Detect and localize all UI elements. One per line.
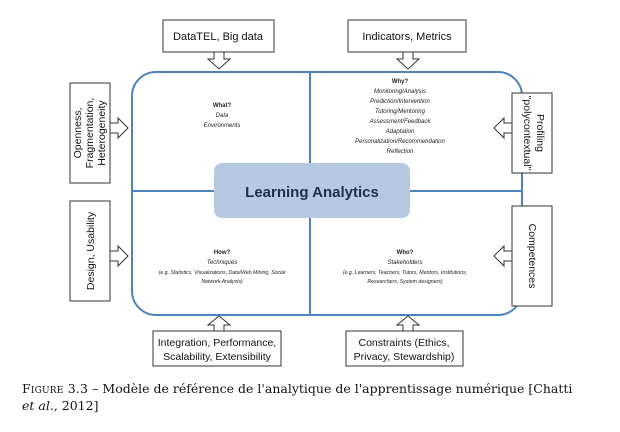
quadrant-what-item: Data bbox=[216, 113, 229, 119]
quadrant-why: Why? Monitoring/Analysis Prediction/Inte… bbox=[355, 79, 445, 155]
box-constraints bbox=[345, 330, 464, 367]
box-indicators bbox=[347, 19, 467, 53]
arrow-down-icon bbox=[395, 51, 421, 70]
reference-model-diagram: Learning Analytics What? Data Environmen… bbox=[69, 19, 553, 367]
box-indicators-label: Indicators, Metrics bbox=[362, 31, 452, 43]
quadrant-what-item: Environments bbox=[204, 123, 241, 129]
quadrant-how-item: Network Analysis) bbox=[201, 279, 243, 285]
quadrant-how-item: Techniques bbox=[207, 260, 237, 266]
box-design bbox=[69, 200, 111, 302]
quadrant-what-title: What? bbox=[213, 103, 232, 109]
quadrant-why-item: Tutoring/Mentoring bbox=[375, 109, 426, 115]
box-integration-line: Integration, Performance, bbox=[158, 337, 276, 349]
figure-caption-etal: et al. bbox=[22, 398, 54, 413]
quadrant-why-title: Why? bbox=[392, 79, 409, 85]
quadrant-why-item: Prediction/Intervention bbox=[370, 99, 430, 105]
quadrant-why-item: Adaptation bbox=[385, 129, 415, 135]
center-label: Learning Analytics bbox=[245, 184, 379, 201]
main-frame bbox=[131, 71, 523, 316]
figure-caption: Figure 3.3 – Modèle de référence de l'an… bbox=[22, 380, 612, 414]
quadrant-why-item: Monitoring/Analysis bbox=[374, 89, 426, 95]
arrow-left-icon bbox=[493, 244, 513, 268]
box-openness-line: Openness, bbox=[72, 108, 84, 159]
box-profiling bbox=[511, 92, 553, 174]
box-competences-line: Competences bbox=[526, 224, 538, 289]
quadrant-why-item: Assessment/Feedback bbox=[369, 119, 432, 125]
quadrant-how-title: How? bbox=[214, 250, 231, 256]
arrow-left-icon bbox=[493, 116, 513, 140]
box-competences bbox=[511, 205, 553, 307]
quadrant-who-item: Researchers, System designers) bbox=[367, 279, 443, 285]
box-profiling-line: Profiling bbox=[534, 114, 546, 152]
box-datatel-label: DataTEL, Big data bbox=[173, 31, 264, 43]
box-openness-line: Fragmentation, bbox=[84, 98, 96, 169]
quadrant-who-item: Stakeholders bbox=[387, 260, 422, 266]
quadrant-what: What? Data Environments bbox=[204, 103, 241, 129]
figure-caption-text: – Modèle de référence de l'analytique de… bbox=[88, 381, 573, 396]
arrow-up-icon bbox=[206, 315, 232, 332]
box-integration-line: Scalability, Extensibility bbox=[163, 351, 272, 363]
box-profiling-line: "polycontextual" bbox=[521, 96, 533, 171]
box-openness bbox=[69, 82, 111, 184]
quadrant-why-item: Personalization/Recommendation bbox=[355, 139, 445, 145]
arrow-right-icon bbox=[109, 116, 129, 140]
figure-caption-year: , 2012] bbox=[53, 398, 99, 413]
box-constraints-line: Constraints (Ethics, bbox=[358, 337, 449, 349]
center-box bbox=[214, 163, 410, 218]
quadrant-who: Who? Stakeholders (e.g. Learners, Teache… bbox=[343, 250, 467, 285]
figure-label: Figure 3.3 bbox=[22, 381, 89, 396]
arrow-down-icon bbox=[206, 51, 232, 70]
quadrant-how-item: (e.g. Statistics, Visualizations, Data/W… bbox=[159, 270, 287, 276]
arrow-right-icon bbox=[109, 244, 129, 268]
quadrant-who-item: (e.g. Learners, Teachers, Tutors, Mentor… bbox=[343, 270, 467, 276]
quadrant-why-item: Reflection bbox=[387, 149, 414, 155]
box-constraints-line: Privacy, Stewardship) bbox=[354, 351, 455, 363]
box-design-line: Design, Usability bbox=[85, 211, 97, 290]
box-openness-line: Heterogeneity bbox=[96, 100, 108, 166]
box-datatel bbox=[162, 19, 275, 53]
box-integration bbox=[152, 330, 282, 367]
quadrant-who-title: Who? bbox=[397, 250, 414, 256]
arrow-up-icon bbox=[395, 315, 421, 332]
quadrant-how: How? Techniques (e.g. Statistics, Visual… bbox=[159, 250, 287, 285]
